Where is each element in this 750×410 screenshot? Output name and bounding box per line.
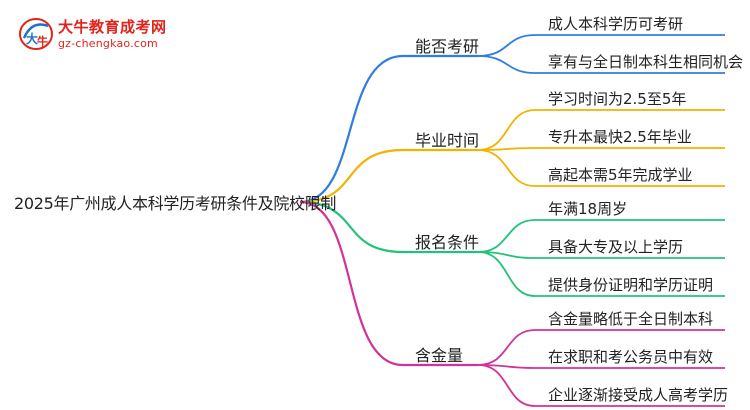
branch-label: 报名条件 bbox=[415, 233, 480, 252]
leaf-label: 学习时间为2.5至5年 bbox=[548, 90, 687, 108]
leaf-label: 企业逐渐接受成人高考学历 bbox=[548, 386, 729, 404]
branch-label: 含金量 bbox=[415, 346, 464, 365]
root-topic: 2025年广州成人本科学历考研条件及院校限制 bbox=[14, 194, 337, 213]
svg-text:大: 大 bbox=[26, 31, 38, 46]
leaf-label: 具备大专及以上学历 bbox=[548, 238, 684, 256]
logo-mark-icon: 大 牛 bbox=[19, 18, 53, 50]
logo-url: gz-chengkao.com bbox=[58, 37, 158, 50]
site-logo[interactable]: 大 牛 大牛教育成考网 gz-chengkao.com bbox=[18, 12, 178, 56]
leaf-label: 提供身份证明和学历证明 bbox=[548, 276, 714, 294]
leaf-label: 成人本科学历可考研 bbox=[548, 15, 684, 33]
branch-label: 能否考研 bbox=[415, 37, 480, 56]
leaf-label: 享有与全日制本科生相同机会 bbox=[548, 53, 744, 71]
leaf-connector bbox=[477, 55, 536, 74]
leaf-connector bbox=[477, 219, 536, 253]
logo-title: 大牛教育成考网 bbox=[58, 18, 167, 36]
leaf-label: 年满18周岁 bbox=[548, 200, 628, 218]
leaf-label: 含金量略低于全日制本科 bbox=[548, 310, 714, 328]
leaf-connector bbox=[477, 251, 536, 297]
leaf-connector bbox=[477, 149, 536, 187]
leaf-connector bbox=[477, 364, 536, 407]
leaf-connector bbox=[477, 329, 536, 366]
svg-text:牛: 牛 bbox=[37, 34, 48, 48]
leaf-connector bbox=[477, 34, 536, 57]
branch-connector bbox=[299, 54, 404, 204]
branch-connector bbox=[299, 200, 404, 367]
branch-connector bbox=[299, 200, 404, 254]
leaf-label: 在求职和考公务员中有效 bbox=[548, 348, 714, 366]
branch-connector bbox=[299, 148, 404, 204]
leaf-label: 专升本最快2.5年毕业 bbox=[548, 128, 692, 146]
leaf-label: 高起本需5年完成学业 bbox=[548, 166, 693, 184]
leaf-connector bbox=[477, 109, 536, 151]
branch-label: 毕业时间 bbox=[415, 131, 480, 150]
